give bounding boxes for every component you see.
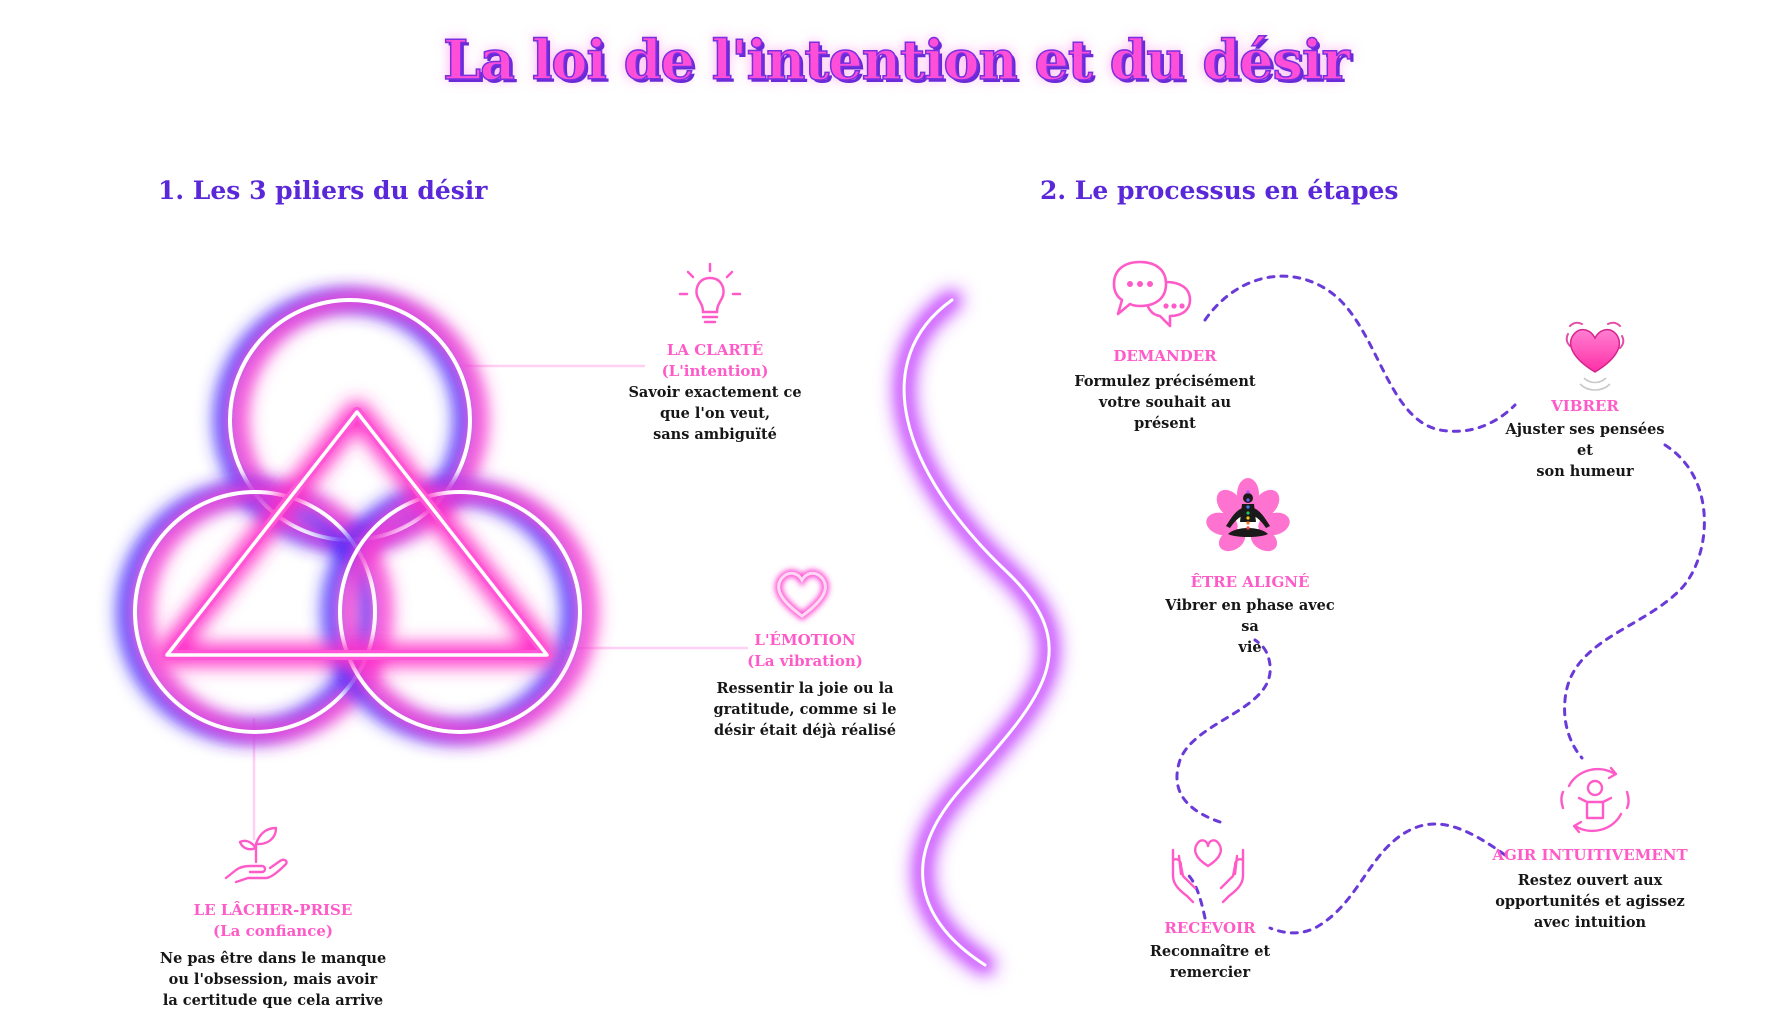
pillar-clarity: LA CLARTÉ (L'intention) Savoir exactemen… — [620, 340, 810, 445]
circle-right — [323, 483, 597, 741]
pillar-clarity-line-3: sans ambiguïté — [653, 426, 777, 443]
plant-in-hand-icon — [224, 826, 288, 884]
pillar-clarity-line-1: Savoir exactement ce — [628, 384, 802, 401]
pillar-emotion-line-1: Ressentir la joie ou la — [716, 680, 894, 697]
pillar-letting-go: LE LÂCHER-PRISE (La confiance) Ne pas êt… — [150, 900, 396, 1011]
step-ask: DEMANDER Formulez précisément votre souh… — [1070, 346, 1260, 434]
step-receive-title: RECEVOIR — [1164, 919, 1256, 937]
step-act-title: AGIR INTUITIVEMENT — [1492, 846, 1688, 864]
step-vibrate-line-1: Ajuster ses pensées et — [1505, 421, 1665, 459]
pillar-emotion-title: L'ÉMOTION — [754, 631, 856, 649]
step-aligned-title: ÊTRE ALIGNÉ — [1190, 573, 1310, 591]
step-act-line-2: opportunités et agissez — [1495, 893, 1685, 910]
step-aligned-line-2: vie — [1238, 639, 1262, 656]
circle-left — [118, 483, 392, 741]
step-aligned-line-1: Vibrer en phase avec sa — [1165, 597, 1335, 635]
pillar-clarity-line-2: que l'on veut, — [659, 405, 771, 422]
main-title: La loi de l'intention et du désir — [442, 27, 1350, 93]
section-heading-pillars: 1. Les 3 piliers du désir — [158, 176, 488, 205]
pillar-letting-go-line-2: ou l'obsession, mais avoir — [168, 971, 378, 988]
step-vibrate-title: VIBRER — [1551, 397, 1619, 415]
step-ask-line-3: présent — [1134, 415, 1196, 432]
step-ask-line-2: votre souhait au — [1098, 394, 1232, 411]
neon-triangle — [156, 401, 558, 666]
pillar-letting-go-subtitle: (La confiance) — [213, 922, 333, 940]
step-receive-line-2: remercier — [1169, 964, 1251, 981]
process-dotted-path — [1175, 274, 1706, 935]
pillar-clarity-title: LA CLARTÉ — [666, 341, 764, 359]
pillar-emotion-line-3: désir était déjà réalisé — [713, 722, 896, 739]
section-heading-process: 2. Le processus en étapes — [1040, 176, 1399, 205]
speech-bubbles-icon — [1112, 260, 1192, 328]
vibrating-heart-icon — [1565, 321, 1625, 391]
person-cycle-icon — [1560, 766, 1630, 834]
step-vibrate: VIBRER Ajuster ses pensées et son humeur — [1495, 396, 1675, 482]
step-aligned: ÊTRE ALIGNÉ Vibrer en phase avec sa vie — [1160, 572, 1340, 658]
meditation-lotus-icon — [1206, 478, 1290, 552]
pillar-letting-go-line-3: la certitude que cela arrive — [162, 992, 384, 1009]
neon-wave-divider — [894, 290, 1060, 975]
pillar-clarity-subtitle: (L'intention) — [661, 362, 769, 380]
heart-icon — [775, 569, 829, 621]
step-receive-line-1: Reconnaître et — [1149, 943, 1271, 960]
pillar-emotion-line-2: gratitude, comme si le — [713, 701, 897, 718]
pillar-letting-go-title: LE LÂCHER-PRISE — [193, 901, 353, 919]
pillar-emotion-subtitle: (La vibration) — [747, 652, 863, 670]
step-ask-line-1: Formulez précisément — [1074, 373, 1256, 390]
step-act: AGIR INTUITIVEMENT Restez ouvert aux opp… — [1490, 845, 1690, 933]
pillar-emotion: L'ÉMOTION (La vibration) Ressentir la jo… — [700, 630, 910, 741]
hands-heart-icon — [1171, 839, 1245, 904]
step-receive: RECEVOIR Reconnaître et remercier — [1130, 918, 1290, 983]
step-act-line-3: avec intuition — [1533, 914, 1647, 931]
step-vibrate-line-2: son humeur — [1536, 463, 1634, 480]
step-act-line-1: Restez ouvert aux — [1517, 872, 1663, 889]
pillar-letting-go-line-1: Ne pas être dans le manque — [159, 950, 387, 967]
step-ask-title: DEMANDER — [1113, 347, 1217, 365]
lightbulb-icon — [678, 262, 742, 324]
